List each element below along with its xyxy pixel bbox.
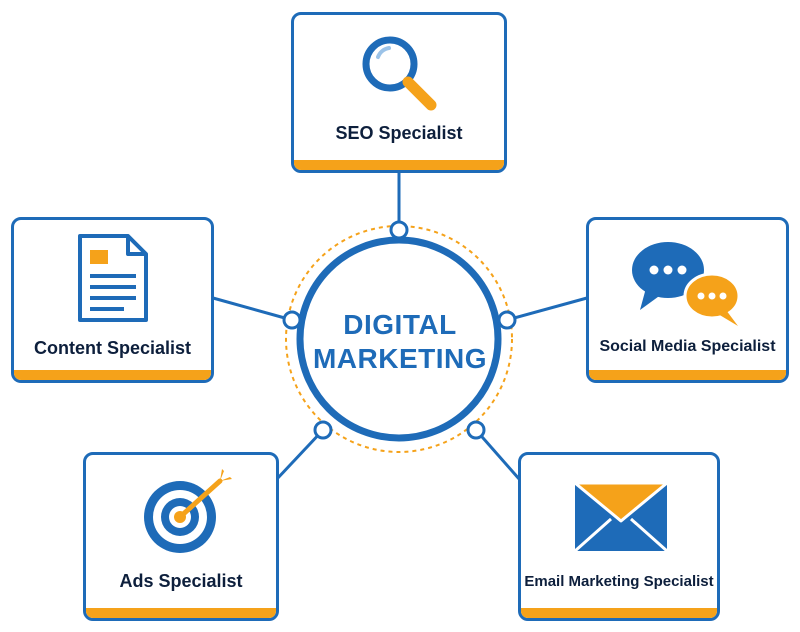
hub-title: DIGITAL MARKETING	[300, 308, 500, 376]
connector-social	[506, 296, 588, 322]
hub-title-line1: DIGITAL	[343, 309, 457, 340]
seo-specialist-card: SEO Specialist	[291, 12, 507, 173]
connector-email	[474, 429, 522, 481]
ads-specialist-card: Ads Specialist	[83, 452, 279, 621]
envelope-icon	[573, 481, 669, 553]
hub-circle	[296, 236, 502, 442]
social-card-accent-bar	[589, 370, 786, 380]
connector-ads	[274, 428, 325, 482]
target-icon	[144, 469, 232, 553]
email-marketing-specialist-card: Email Marketing Specialist	[518, 452, 720, 621]
content-specialist-label: Content Specialist	[33, 338, 192, 358]
ads-card-accent-bar	[86, 608, 276, 618]
connector-node-left	[282, 310, 302, 330]
chat-bubbles-icon	[632, 242, 741, 326]
email-marketing-specialist-label: Email Marketing Specialist	[524, 573, 714, 590]
social-media-specialist-card: Social Media Specialist	[586, 217, 789, 383]
content-card-accent-bar	[14, 370, 211, 380]
connector-node-right	[497, 310, 517, 330]
social-media-specialist-label: Social Media Specialist	[599, 338, 776, 355]
seo-card-accent-bar	[294, 160, 504, 170]
connector-content	[212, 296, 293, 322]
connector-node-bottom-right	[466, 420, 486, 440]
hub-title-line2: MARKETING	[312, 343, 488, 374]
connector-node-bottom-left	[313, 420, 333, 440]
seo-specialist-label: SEO Specialist	[335, 123, 463, 143]
magnifier-icon	[362, 36, 437, 111]
email-card-accent-bar	[521, 608, 717, 618]
ads-specialist-label: Ads Specialist	[119, 571, 243, 591]
content-specialist-card: Content Specialist	[11, 217, 214, 383]
document-icon	[78, 234, 148, 322]
connector-node-top	[389, 220, 409, 240]
